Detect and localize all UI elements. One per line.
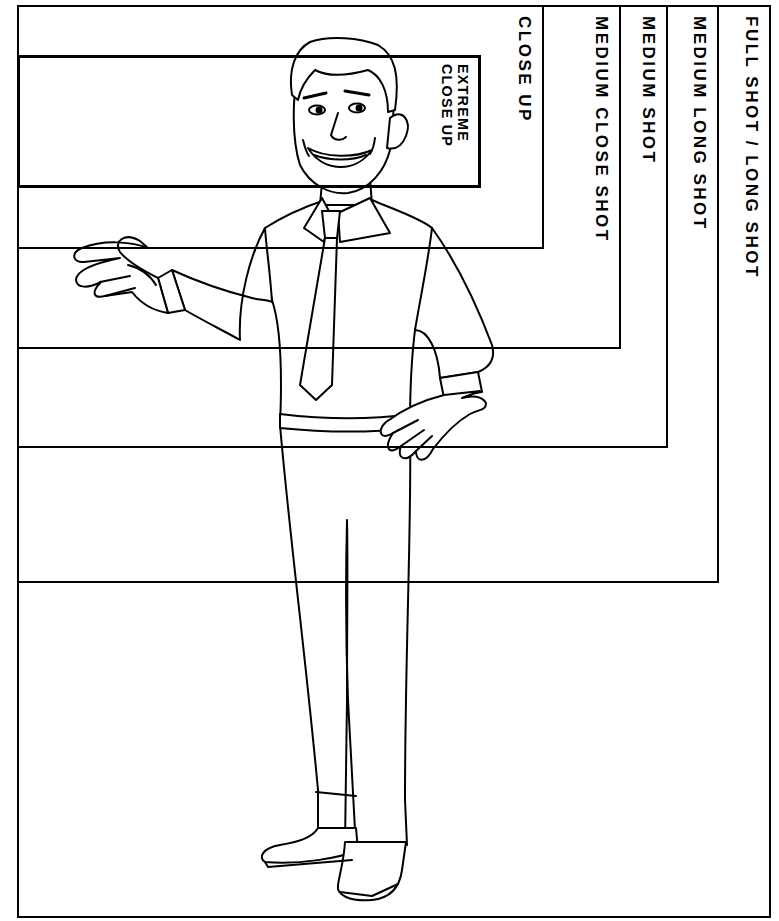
shot-frame: EXTREME CLOSE UP CLOSE UP MEDIUM CLOSE SHO… [17,5,621,349]
nose [331,113,346,140]
right-sleeve [415,228,493,378]
shot-frame: EXTREME CLOSE UP [17,55,481,188]
left-pupil [317,108,322,113]
shot-label: CLOSE UP [515,16,534,123]
shot-label: EXTREME CLOSE UP [439,64,471,184]
left-eye [309,106,325,115]
shot-frame: EXTREME CLOSE UP CLOSE UP MEDIUM CLOSE SHO… [17,5,771,918]
right-hand [381,391,486,460]
left-sleeve [172,228,272,340]
right-eye [349,104,365,113]
cheek-lines [303,138,375,156]
mouth [308,148,372,167]
right-shoe [338,842,406,900]
ear [387,114,408,148]
man-figure [74,38,493,900]
teeth [314,155,366,160]
shot-label: MEDIUM LONG SHOT [690,16,709,231]
shot-frame: EXTREME CLOSE UP CLOSE UP MEDIUM CLOSE SHO… [17,5,719,583]
trousers [280,425,410,845]
right-collar [338,198,390,242]
shot-frame: EXTREME CLOSE UP CLOSE UP [17,5,544,249]
brows [304,91,369,98]
left-hand-detail [100,265,156,296]
shoe-sole [265,860,398,896]
trouser-cuff [316,792,356,796]
shot-label: FULL SHOT / LONG SHOT [742,16,761,279]
tie [300,238,337,400]
shot-label: MEDIUM SHOT [639,16,658,164]
shot-frame: EXTREME CLOSE UP CLOSE UP MEDIUM CLOSE SHO… [17,5,668,448]
tie-knot [322,211,340,238]
shot-label: MEDIUM CLOSE SHOT [592,16,611,243]
right-pupil [357,106,362,111]
hair [291,38,397,112]
